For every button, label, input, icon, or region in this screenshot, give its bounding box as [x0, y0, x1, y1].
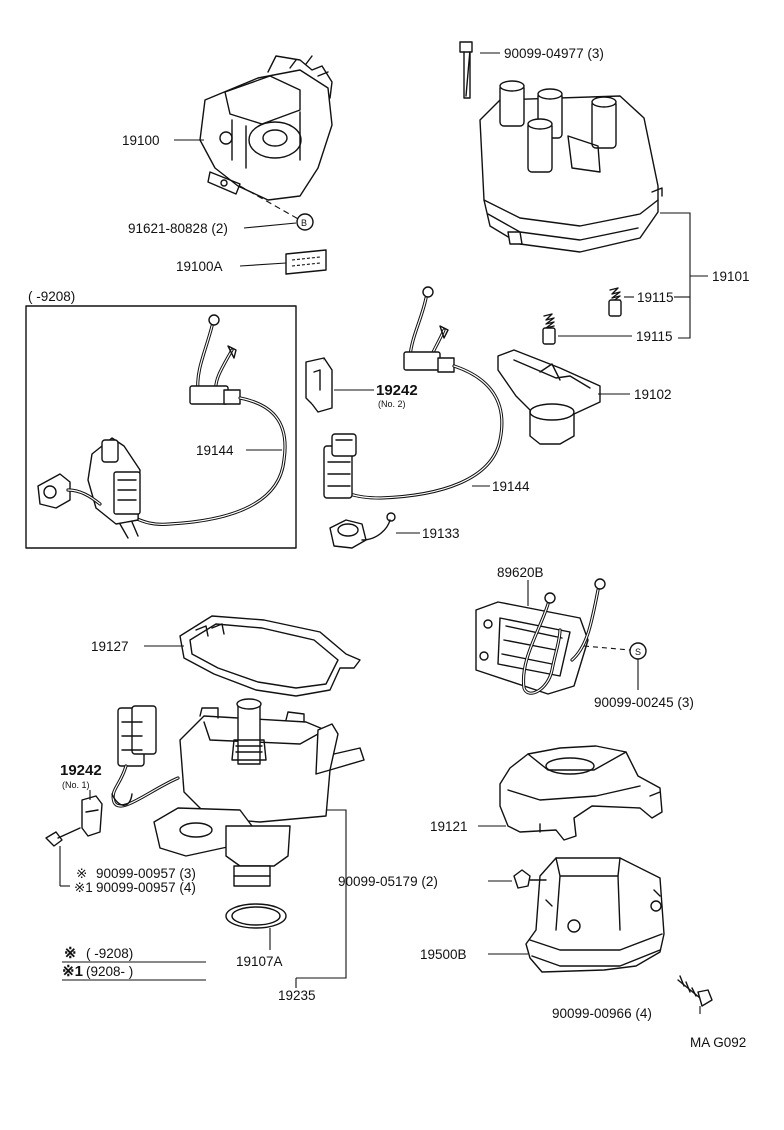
screw-90099-00957-drawing	[45, 827, 81, 847]
marker-b-circle	[296, 213, 314, 231]
clamp-19242-no2-drawing	[305, 357, 333, 413]
label-19242-no1-sub: (No. 1)	[62, 780, 90, 790]
label-range-9208: ( -9208)	[28, 289, 75, 304]
label-90099-00957-a: 90099-00957 (3)	[96, 866, 196, 881]
figure-code: MA G092	[690, 1035, 746, 1050]
mark-a: ※	[76, 866, 87, 881]
cover-19121-drawing	[499, 745, 663, 841]
legend-mark-a: ※	[64, 945, 77, 962]
coil-bolt-drawing	[677, 975, 713, 1007]
label-19242-no2: 19242	[376, 382, 418, 399]
marker-b-letter: B	[301, 218, 307, 228]
legend-mark-b: ※1	[62, 963, 83, 980]
legend-text-a: ( -9208)	[86, 946, 133, 961]
spring-19115-lower	[542, 313, 556, 345]
oring-drawing	[225, 903, 287, 929]
leader-19100A	[239, 262, 287, 267]
label-19242-no1: 19242	[60, 762, 102, 779]
label-plate-19100A	[285, 249, 327, 275]
left-harness-drawing	[111, 705, 180, 808]
legend-text-b: (9208- )	[86, 964, 133, 979]
coil-drawing	[525, 857, 665, 973]
rotor-drawing	[497, 349, 601, 445]
label-19144-old: 19144	[196, 443, 234, 458]
label-89620B: 89620B	[497, 565, 544, 580]
housing-drawing	[153, 698, 365, 887]
marker-s-letter: S	[635, 647, 641, 657]
label-19242-no2-sub: (No. 2)	[378, 399, 406, 409]
dashed-leader-bolt	[239, 185, 301, 221]
label-19133: 19133	[422, 526, 460, 541]
label-19144-new: 19144	[492, 479, 530, 494]
label-19101: 19101	[712, 269, 750, 284]
label-90099-04977: 90099-04977 (3)	[504, 46, 604, 61]
legend: ※ ( -9208) ※1 (9208- )	[62, 945, 206, 981]
label-90099-00245: 90099-00245 (3)	[594, 695, 694, 710]
distributor-assembly-drawing	[199, 55, 333, 201]
harness-19144-new-drawing	[323, 286, 504, 500]
label-90099-00957-b: 90099-00957 (4)	[96, 880, 196, 895]
distributor-cap-drawing	[459, 41, 663, 253]
label-19115-lower: 19115	[636, 329, 673, 344]
label-19500B: 19500B	[420, 947, 467, 962]
gasket-drawing	[179, 615, 361, 697]
label-90099-00966: 90099-00966 (4)	[552, 1006, 652, 1021]
condenser-drawing	[329, 512, 396, 549]
harness-19144-old-drawing	[37, 314, 287, 539]
label-19102: 19102	[634, 387, 672, 402]
label-19235: 19235	[278, 988, 316, 1003]
bracket-19235	[296, 809, 347, 979]
dashed-leader-s	[583, 645, 631, 651]
label-19115-upper: 19115	[637, 290, 674, 305]
spring-19115-upper	[608, 287, 622, 317]
label-19127: 19127	[91, 639, 129, 654]
bracket-19101	[660, 212, 691, 339]
leader-91621	[243, 222, 297, 229]
igniter-drawing	[475, 578, 606, 695]
label-90099-05179: 90099-05179 (2)	[338, 874, 438, 889]
range-box-9208	[25, 305, 297, 549]
label-19121: 19121	[430, 819, 468, 834]
coil-screw-drawing	[513, 869, 547, 889]
label-91621-80828: 91621-80828 (2)	[128, 221, 228, 236]
label-19100: 19100	[122, 133, 160, 148]
label-19107A: 19107A	[236, 954, 283, 969]
label-19100A: 19100A	[176, 259, 223, 274]
clamp-19242-no1-drawing	[81, 795, 103, 837]
mark-b: ※1	[74, 880, 93, 895]
